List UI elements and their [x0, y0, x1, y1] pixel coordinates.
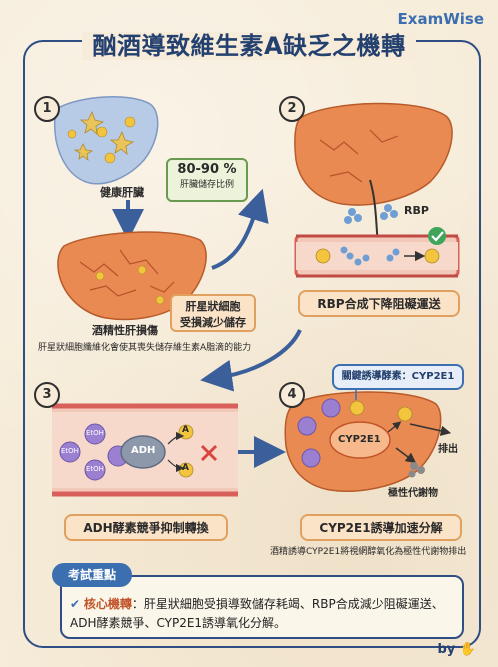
etoh-molecules-p4 — [297, 398, 341, 468]
stellate-cell-box: 肝星狀細胞 受損減少儲存 — [170, 294, 256, 332]
storage-percentage: 80-90 % — [177, 162, 237, 177]
exam-tip-line1-rest: ：肝星狀細胞受損導致儲存耗竭、RBP合成減少阻礙運送、 — [131, 597, 444, 611]
p4-caption: CYP2E1誘導加速分解 — [300, 514, 462, 541]
cyp2e1-enzyme-icon — [329, 421, 391, 459]
step-number-1: 1 — [34, 96, 60, 122]
stellate-note: 肝星狀細胞纖維化會使其喪失儲存維生素A脂滴的能力 — [38, 343, 252, 353]
page-title: 酗酒導致維生素A缺乏之機轉 — [0, 26, 498, 61]
etoh-label-3: EtOH — [86, 465, 104, 473]
vitamin-a-p2 — [315, 248, 440, 264]
exam-tip-box — [60, 575, 464, 639]
polar-metabolite-icon — [408, 462, 425, 478]
healthy-liver-icon — [53, 96, 159, 185]
vitamin-a-p4 — [349, 400, 413, 422]
etoh-label-2: EtOH — [61, 447, 79, 455]
p3-caption: ADH酵素競爭抑制轉換 — [64, 514, 228, 541]
cross-icon — [200, 444, 218, 462]
storage-ratio-box: 80-90 % 肝臟儲存比例 — [166, 158, 248, 202]
by-signature: by ✋ — [438, 642, 477, 657]
exam-tip-line-1: ✔ 核心機轉：肝星狀細胞受損導致儲存耗竭、RBP合成減少阻礙運送、 — [70, 595, 444, 612]
adh-enzyme-icon — [120, 435, 166, 469]
exam-tip-tag: 考試重點 — [52, 563, 132, 587]
healthy-liver-label: 健康肝臟 — [100, 186, 144, 199]
damaged-liver-label: 酒精性肝損傷 — [92, 324, 158, 337]
exam-tip-key: 核心機轉 — [83, 597, 132, 611]
liver-rbp-icon — [294, 102, 453, 206]
check-mark-icon: ✔ — [70, 597, 84, 611]
damaged-liver-icon — [57, 231, 207, 321]
step-number-4: 4 — [279, 382, 305, 408]
p2-caption: RBP合成下降阻礙運送 — [298, 290, 460, 317]
etoh-molecules — [59, 423, 129, 481]
etoh-label-1: EtOH — [86, 429, 104, 437]
rbp-protein-icon — [344, 204, 398, 224]
rbp-in-vessel — [340, 246, 400, 266]
polar-metabolite-label: 極性代謝物 — [388, 488, 438, 499]
rbp-label: RBP — [404, 204, 429, 217]
step-number-2: 2 — [279, 96, 305, 122]
stellate-line-1: 肝星狀細胞 — [185, 300, 241, 313]
cyp2e1-note: 酒精誘導CYP2E1將視網醇氧化為極性代謝物排出 — [270, 547, 467, 557]
key-enzyme-label: 關鍵誘導酵素：CYP2E1 — [332, 364, 464, 390]
vitamin-a-label-2: A — [182, 463, 189, 473]
adh-label: ADH — [131, 445, 156, 456]
arrow-curve-p1-p2 — [211, 188, 269, 270]
hand-icon: ✋ — [459, 642, 476, 657]
exam-tip-line-2: ADH酵素競爭、CYP2E1誘導氧化分解。 — [70, 616, 287, 630]
check-icon — [428, 227, 446, 245]
page-title-text: 酗酒導致維生素A缺乏之機轉 — [82, 32, 416, 60]
storage-description: 肝臟儲存比例 — [179, 180, 234, 190]
by-text: by — [437, 642, 456, 657]
arrow-curve-p2-p3 — [200, 329, 302, 392]
stellate-line-2: 受損減少儲存 — [180, 316, 246, 329]
cyp2e1-label: CYP2E1 — [338, 434, 381, 445]
step-number-3: 3 — [34, 382, 60, 408]
vitamin-a-label-1: A — [182, 425, 189, 435]
excrete-label: 排出 — [438, 444, 458, 455]
arrow-excrete — [409, 423, 452, 436]
brand-logo: ExamWise — [397, 10, 484, 28]
